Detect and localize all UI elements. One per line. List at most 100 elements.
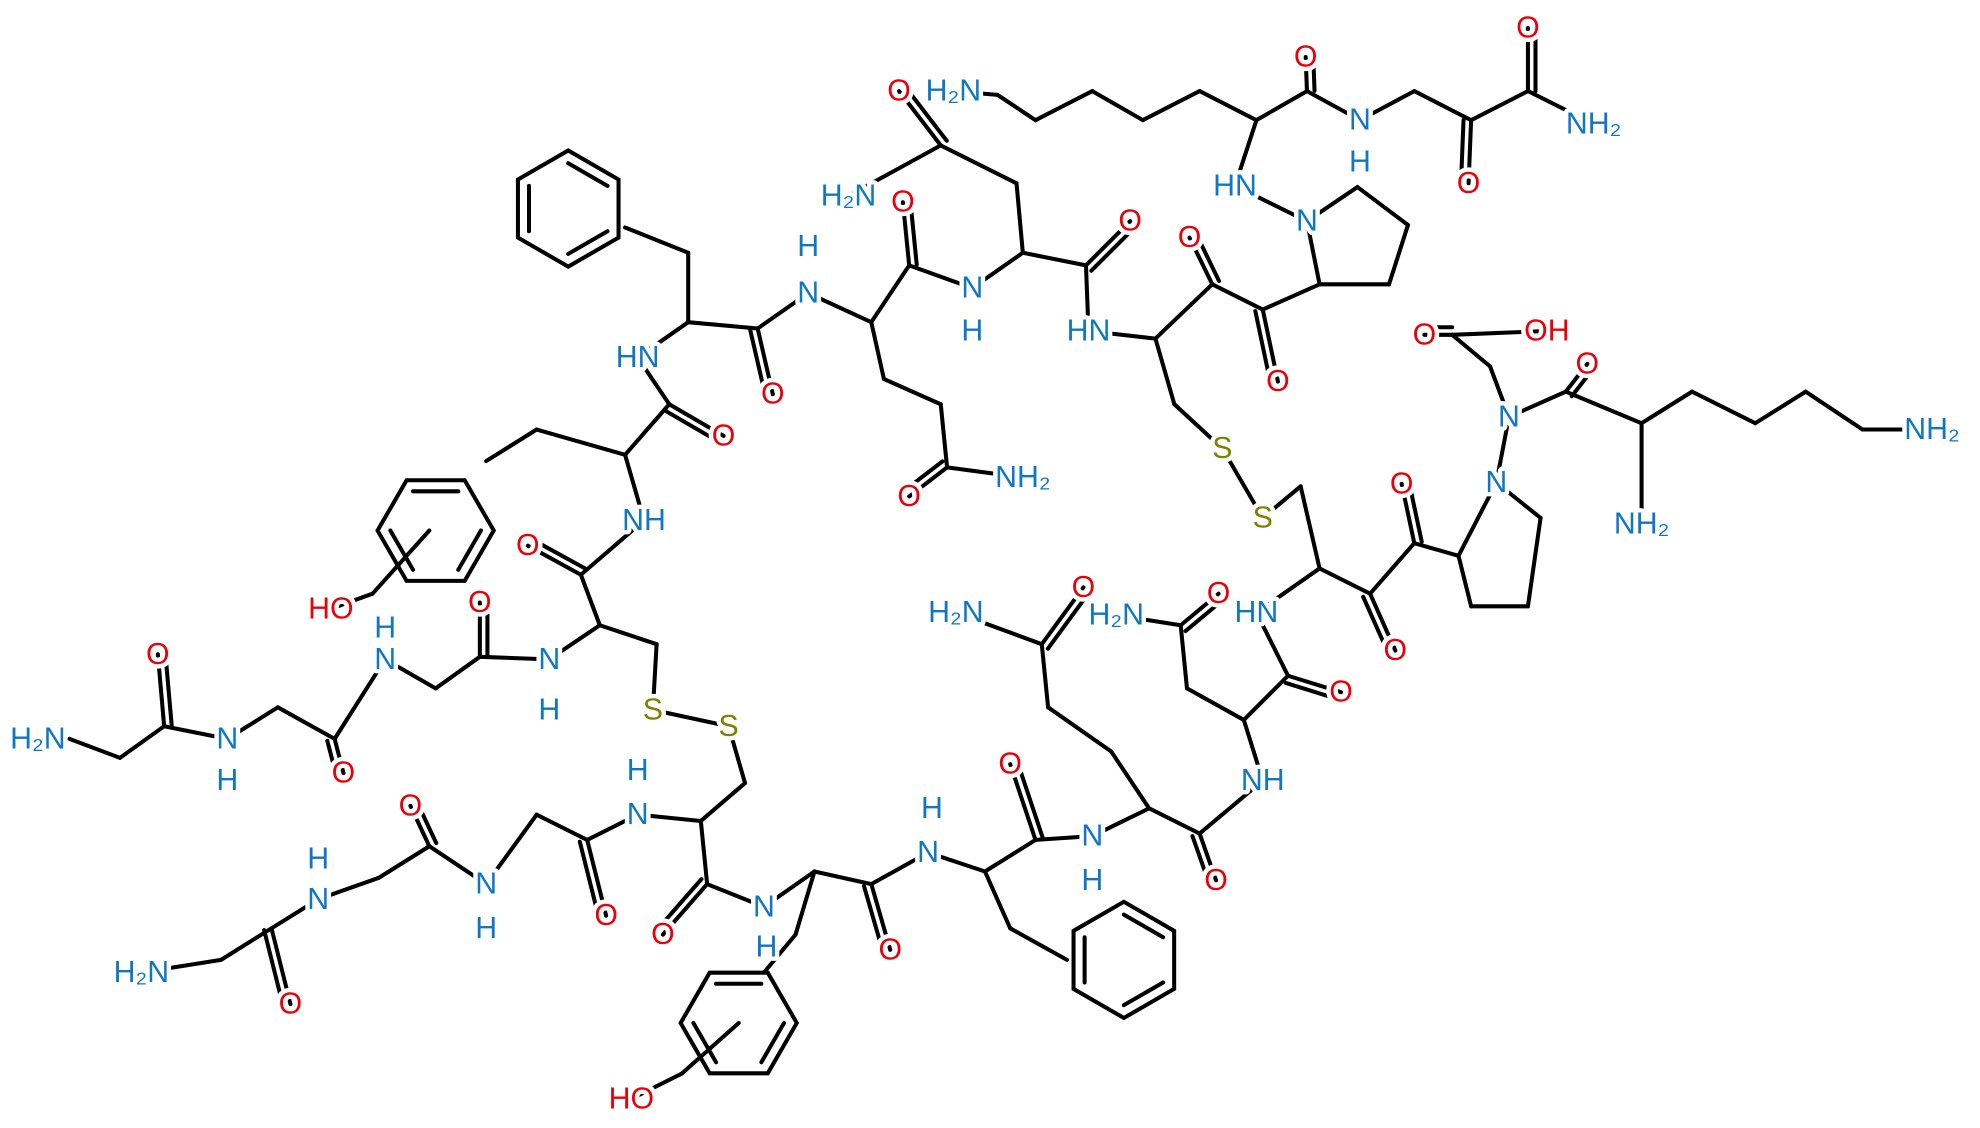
atom-label-n: NH₂: [1566, 107, 1622, 140]
bond: [1494, 480, 1543, 520]
atom-label-n: HN: [1235, 596, 1279, 629]
atom-label-s: S: [1212, 432, 1232, 465]
bond: [1183, 597, 1226, 634]
bond: [635, 355, 672, 407]
atom-label-o: HO: [609, 1082, 654, 1115]
aromatic-double-bond: [566, 229, 610, 256]
atom-label-n: HN: [1213, 169, 1257, 202]
bond: [1083, 219, 1133, 268]
bond: [1317, 566, 1373, 596]
bond: [1039, 642, 1051, 710]
atom-label-n: HN: [616, 341, 660, 374]
bond: [376, 844, 432, 880]
atom-label-o: O: [1207, 577, 1231, 610]
bond: [995, 92, 1038, 123]
bond: [155, 652, 167, 729]
bond: [1178, 591, 1221, 628]
bond-layer: [67, 25, 1935, 1101]
atom-label-o: O: [399, 789, 423, 822]
atom-label-o: O: [1178, 221, 1202, 254]
bond: [1450, 329, 1549, 337]
bond: [1387, 222, 1410, 287]
bond: [629, 1071, 684, 1101]
bond: [1090, 806, 1152, 839]
atom-label-o: O: [651, 918, 675, 951]
bond: [1232, 183, 1309, 224]
atom-label-n: NH: [1241, 764, 1285, 797]
bond: [1361, 594, 1391, 656]
atom-label-n: H: [216, 764, 238, 797]
bond: [1178, 623, 1190, 691]
bond: [1241, 673, 1291, 722]
bond: [1639, 389, 1695, 426]
atom-label-n: H: [921, 792, 943, 825]
bond: [1220, 446, 1265, 520]
atom-label-o: O: [1516, 11, 1540, 44]
bond: [578, 518, 647, 577]
bond: [907, 263, 975, 291]
atom-label-n: H: [307, 842, 329, 875]
bond: [585, 837, 609, 918]
benzene-ring: [515, 148, 621, 269]
atom-label-n: H: [374, 611, 396, 644]
atom-label-o: O: [1072, 571, 1096, 604]
aromatic-double-bond: [566, 161, 610, 188]
bond: [1690, 389, 1758, 426]
bond: [1407, 480, 1424, 544]
atom-label-n: H₂N: [928, 596, 984, 629]
bond: [1086, 329, 1158, 341]
atom-label-o: O: [468, 586, 492, 619]
bond: [1114, 613, 1183, 628]
atom-label-n: H: [961, 315, 983, 348]
atom-label-n: H: [627, 754, 649, 787]
bond: [635, 320, 691, 360]
bond: [332, 736, 346, 776]
bond: [117, 724, 167, 760]
atom-label-n: H: [1081, 864, 1103, 897]
bond: [761, 869, 817, 909]
bond: [635, 812, 703, 823]
aromatic-double-bond: [1121, 980, 1166, 1008]
bond: [1014, 181, 1025, 255]
atom-label-o: O: [1329, 676, 1353, 709]
bond: [1298, 484, 1322, 571]
bond: [869, 320, 886, 382]
bond: [1488, 364, 1512, 419]
bond: [705, 882, 766, 909]
atom-label-n: NH₂: [1904, 413, 1960, 446]
bond: [1458, 117, 1466, 185]
atom-label-o: O: [1294, 41, 1318, 74]
bond: [812, 869, 874, 887]
bond: [1357, 89, 1417, 123]
atom-label-o: O: [594, 899, 618, 932]
atom-label-o: O: [516, 529, 540, 562]
atom-label-o: O: [887, 75, 911, 108]
bond: [534, 812, 590, 842]
bond: [1083, 263, 1091, 334]
bond: [869, 263, 912, 325]
bond: [1525, 515, 1543, 609]
bond: [534, 427, 628, 457]
bond: [1304, 219, 1322, 287]
atom-label-n: N: [753, 890, 775, 923]
bond: [869, 850, 931, 887]
atom-label-n: H₂N: [926, 75, 982, 108]
atom-label-o: O: [1384, 634, 1408, 667]
bond: [1232, 118, 1259, 188]
atom-label-n: H₂N: [10, 722, 66, 755]
bond: [547, 623, 602, 662]
bond: [945, 465, 1025, 480]
bond: [793, 869, 817, 937]
bond: [660, 882, 710, 937]
bond: [1197, 831, 1219, 883]
atom-label-o: O: [1390, 467, 1414, 500]
bond: [908, 199, 919, 267]
bond: [1089, 224, 1138, 273]
bond: [1197, 778, 1265, 836]
atom-label-o: O: [1413, 318, 1437, 351]
bond: [1412, 541, 1461, 558]
atom-label-o: O: [332, 756, 356, 789]
bond: [1039, 585, 1086, 647]
atom-label-n: H₂N: [1089, 599, 1145, 632]
